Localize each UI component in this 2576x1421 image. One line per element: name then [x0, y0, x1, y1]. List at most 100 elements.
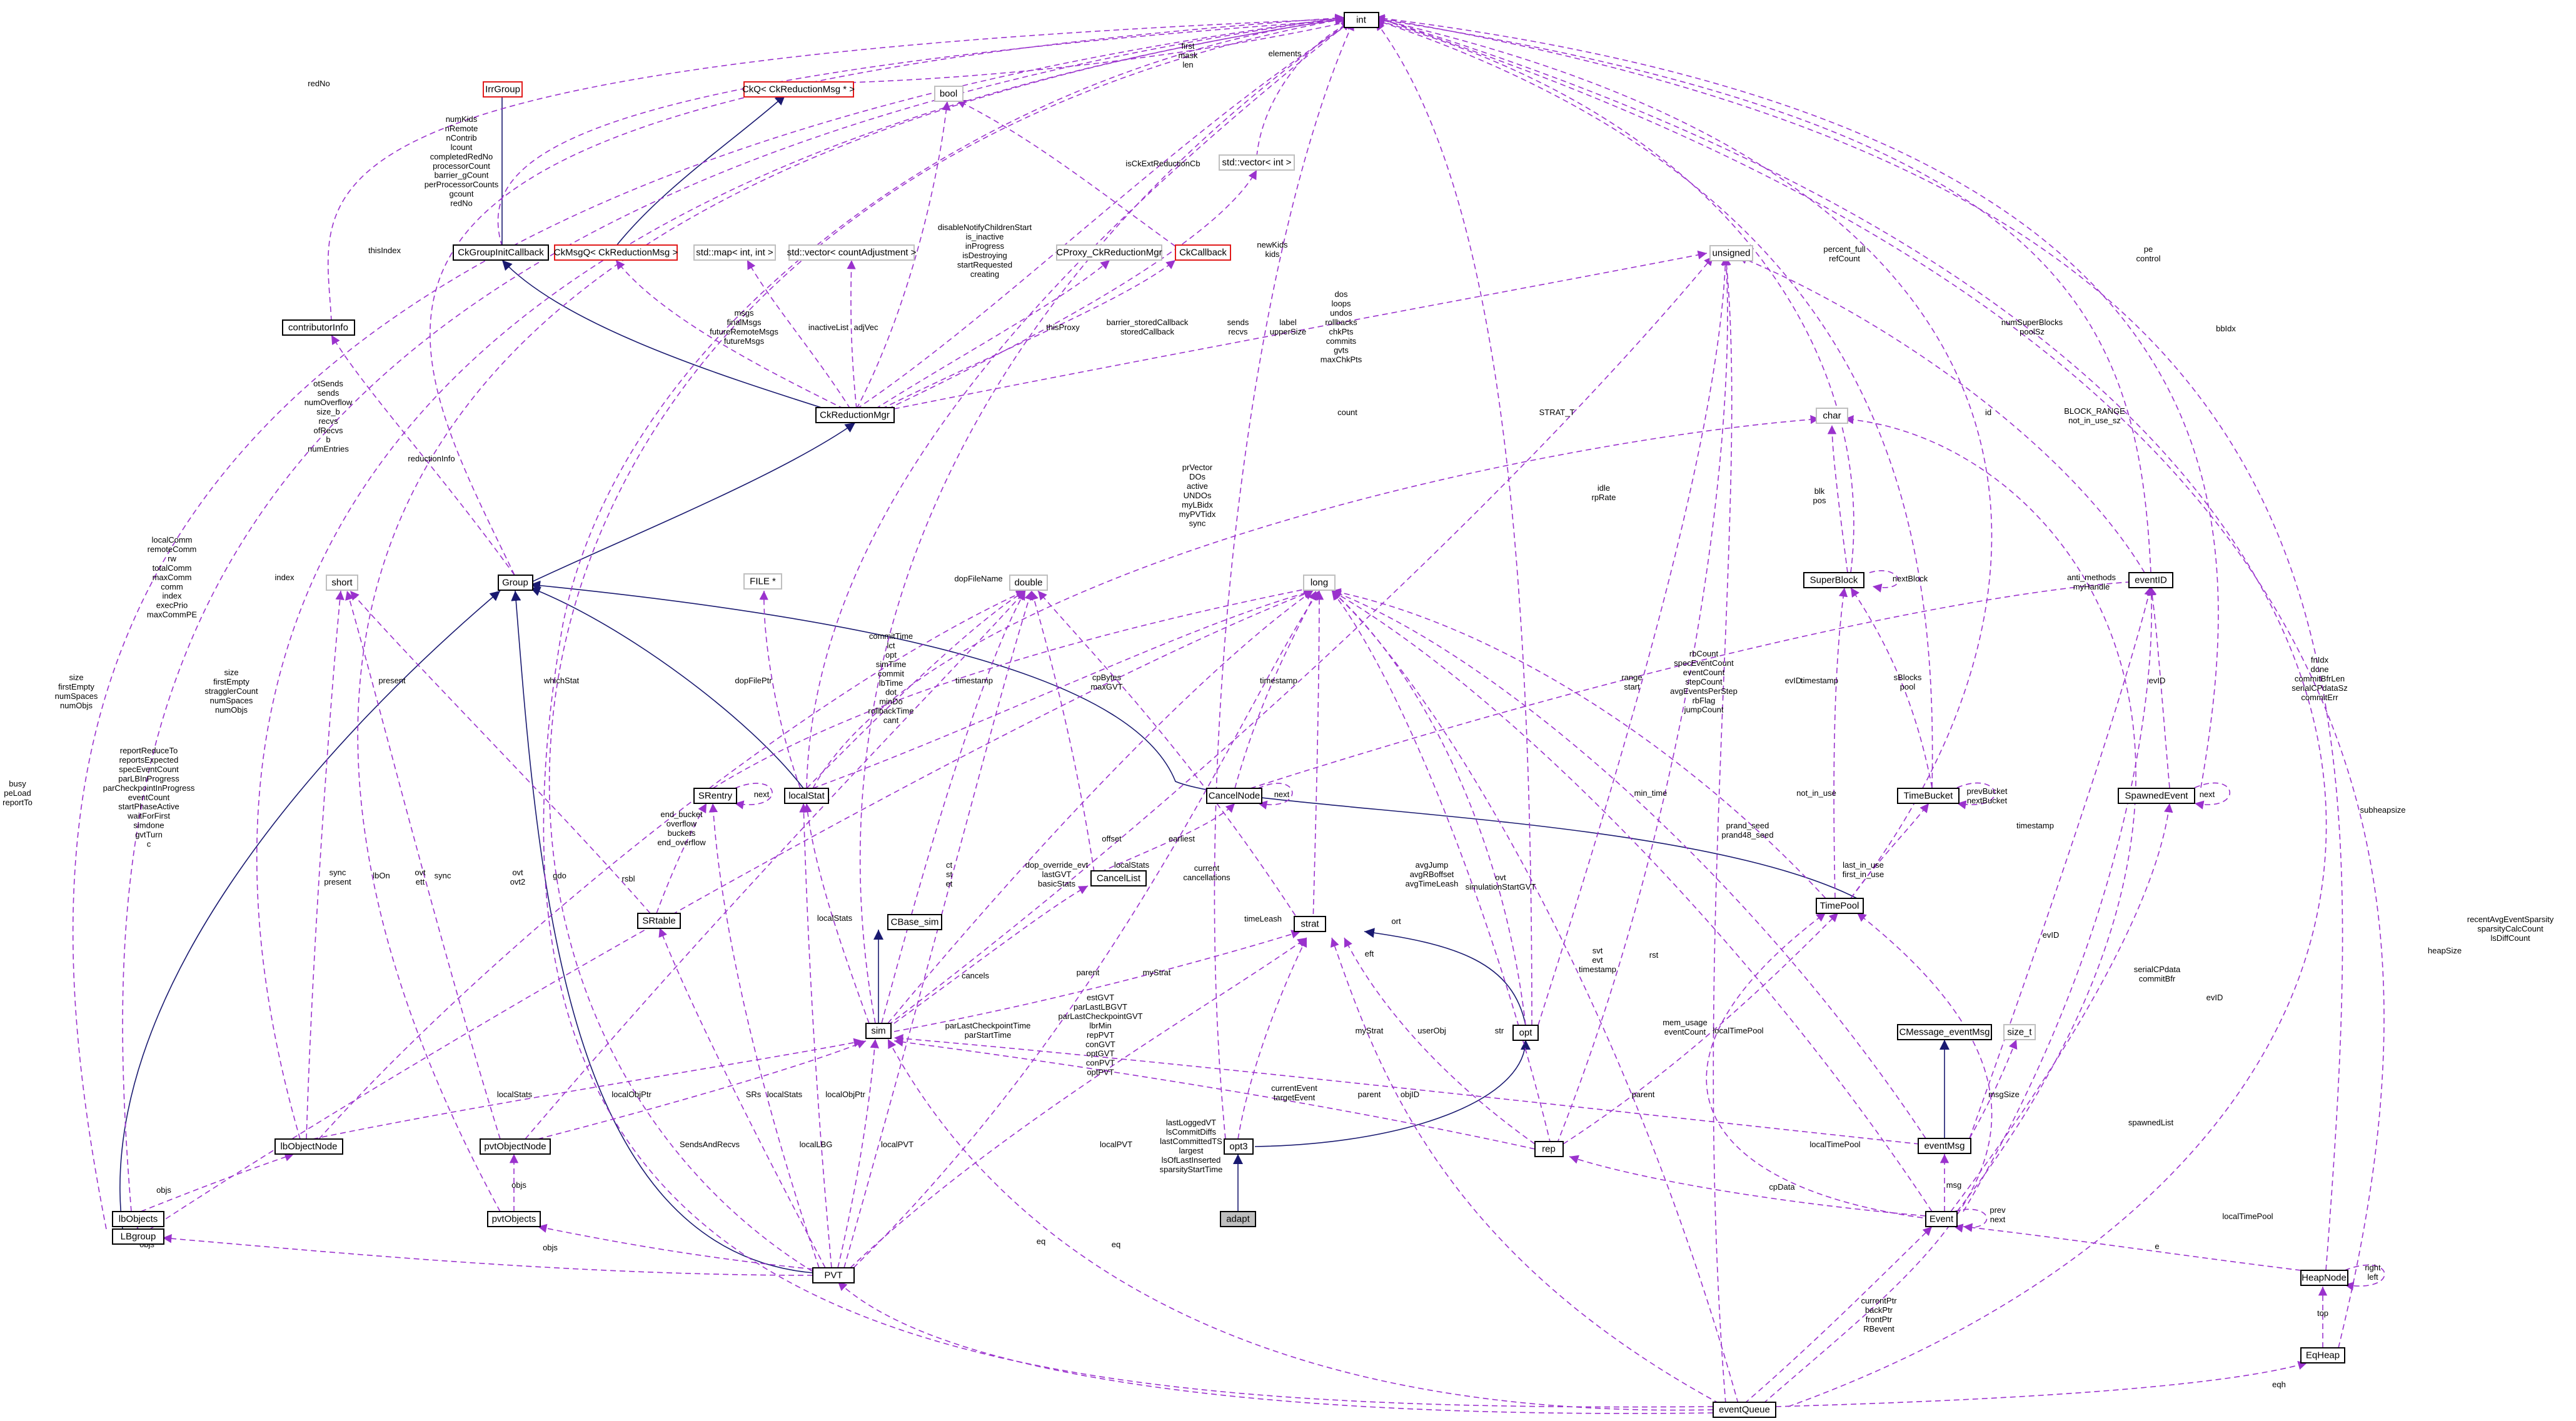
node-cmessage[interactable]: CMessage_eventMsg — [1897, 1024, 1992, 1040]
node-ckqmsg[interactable]: CkQ< CkReductionMsg * > — [742, 81, 855, 98]
label-localpvt2: localPVT — [1100, 1140, 1132, 1149]
node-eqheap[interactable]: EqHeap — [2300, 1347, 2345, 1363]
node-double[interactable]: double — [1009, 575, 1048, 591]
inherit-ckmsgq-ckqmsg — [615, 94, 786, 247]
node-superblock[interactable]: SuperBlock — [1803, 572, 1864, 588]
node-sizet[interactable]: size_t — [2003, 1024, 2036, 1040]
node-cbase[interactable]: CBase_sim — [887, 914, 942, 930]
node-strat-label: strat — [1301, 919, 1319, 930]
node-timepool[interactable]: TimePool — [1816, 898, 1864, 914]
node-pvt[interactable]: PVT — [812, 1267, 855, 1283]
node-ckgroupinit[interactable]: CkGroupInitCallback — [453, 244, 549, 261]
node-bool[interactable]: bool — [934, 86, 963, 102]
use-eventqueue-int — [1375, 16, 2327, 1407]
node-pvtobjects[interactable]: pvtObjects — [487, 1211, 541, 1227]
node-heapnode[interactable]: HeapNode — [2300, 1270, 2348, 1286]
node-event-label: Event — [1929, 1214, 1954, 1225]
node-short-label: short — [331, 578, 353, 588]
label-adjvec: adjVec — [853, 323, 878, 332]
node-opt3-label: opt3 — [1229, 1142, 1247, 1152]
use-lbobjectnode-short — [306, 590, 345, 1140]
node-eventmsg[interactable]: eventMsg — [1918, 1138, 1971, 1154]
node-ckmsgq[interactable]: CkMsgQ< CkReductionMsg > — [554, 244, 678, 261]
node-ckqmsg-label: CkQ< CkReductionMsg * > — [742, 84, 855, 95]
use-opt-int — [1375, 21, 1532, 1026]
node-spawnedevent-label: SpawnedEvent — [2125, 791, 2189, 801]
label-evid3: evID — [2043, 930, 2060, 940]
node-irgroup[interactable]: IrrGroup — [483, 81, 523, 98]
node-eventqueue[interactable]: eventQueue — [1713, 1402, 1776, 1418]
node-cproxy[interactable]: CProxy_CkReductionMgr — [1056, 244, 1162, 261]
node-filep-label: FILE * — [750, 576, 776, 587]
node-stdvecca[interactable]: std::vector< countAdjustment > — [787, 244, 917, 261]
node-srtable[interactable]: SRtable — [637, 913, 681, 929]
node-lbobjects[interactable]: lbObjects — [112, 1211, 164, 1227]
node-srentry-label: SRentry — [698, 791, 733, 801]
node-localstat[interactable]: localStat — [784, 788, 829, 804]
node-superblock-label: SuperBlock — [1810, 575, 1858, 586]
label-eqh: eqh — [2272, 1380, 2286, 1389]
use-eventqueue-strat — [1330, 937, 1720, 1404]
node-srentry[interactable]: SRentry — [693, 788, 737, 804]
node-int[interactable]: int — [1344, 12, 1379, 28]
label-parent1: parent — [1077, 968, 1100, 977]
node-char[interactable]: char — [1816, 408, 1848, 424]
node-group[interactable]: Group — [498, 575, 533, 591]
use-rep-unsigned — [1556, 256, 1731, 1145]
node-eventid-label: eventID — [2135, 575, 2167, 586]
node-filep[interactable]: FILE * — [743, 573, 782, 590]
node-stdvecca-label: std::vector< countAdjustment > — [787, 248, 917, 258]
use-sim-cancellist — [893, 885, 1089, 1024]
node-event[interactable]: Event — [1925, 1211, 1958, 1227]
label-dopfileptr: dopFilePtr — [735, 676, 772, 685]
label-srs: SRs — [746, 1090, 762, 1099]
node-eventid[interactable]: eventID — [2128, 572, 2173, 588]
node-opt3[interactable]: opt3 — [1224, 1138, 1254, 1155]
node-spawnedevent[interactable]: SpawnedEvent — [2118, 788, 2195, 804]
node-opt[interactable]: opt — [1512, 1025, 1539, 1041]
node-timebucket[interactable]: TimeBucket — [1897, 788, 1960, 804]
node-adapt[interactable]: adapt — [1220, 1211, 1256, 1227]
node-contributor[interactable]: contributorInfo — [282, 319, 355, 336]
label-localtimepool: localTimePool — [1713, 1026, 1763, 1035]
node-lbgroup[interactable]: LBgroup — [112, 1228, 164, 1245]
node-cancellist[interactable]: CancelList — [1090, 870, 1147, 886]
label-lbon: lbOn — [373, 871, 390, 880]
node-lbobjectnode[interactable]: lbObjectNode — [274, 1138, 343, 1155]
node-pvtobjectnode[interactable]: pvtObjectNode — [480, 1138, 551, 1155]
node-stdvecint[interactable]: std::vector< int > — [1219, 154, 1295, 171]
use-pvt-sim — [837, 1038, 879, 1268]
node-heapnode-label: HeapNode — [2302, 1273, 2347, 1283]
node-timebucket-label: TimeBucket — [1904, 791, 1953, 801]
node-stdmap[interactable]: std::map< int, int > — [693, 244, 776, 261]
node-short[interactable]: short — [326, 575, 358, 591]
node-cancelnode[interactable]: CancelNode — [1206, 788, 1262, 804]
node-strat[interactable]: strat — [1294, 916, 1326, 932]
node-ckredmgr[interactable]: CkReductionMgr — [815, 407, 895, 423]
node-ckcallback[interactable]: CkCallback — [1175, 244, 1231, 261]
label-parent2: parent — [1358, 1090, 1381, 1099]
node-unsigned[interactable]: unsigned — [1709, 245, 1753, 261]
use-rep-strat — [1344, 937, 1536, 1145]
use-event-long — [1331, 590, 1933, 1212]
node-sizet-label: size_t — [2007, 1027, 2032, 1038]
use-timebucket-superblock — [1850, 587, 1933, 788]
use-lbobjectnode-int — [256, 16, 1345, 1140]
node-double-label: double — [1014, 578, 1042, 588]
node-long[interactable]: long — [1303, 575, 1336, 591]
node-rep[interactable]: rep — [1534, 1141, 1564, 1157]
node-sim[interactable]: sim — [865, 1023, 892, 1039]
label-localstats4: localStats — [767, 1090, 803, 1099]
label-elements: elements — [1269, 49, 1302, 58]
